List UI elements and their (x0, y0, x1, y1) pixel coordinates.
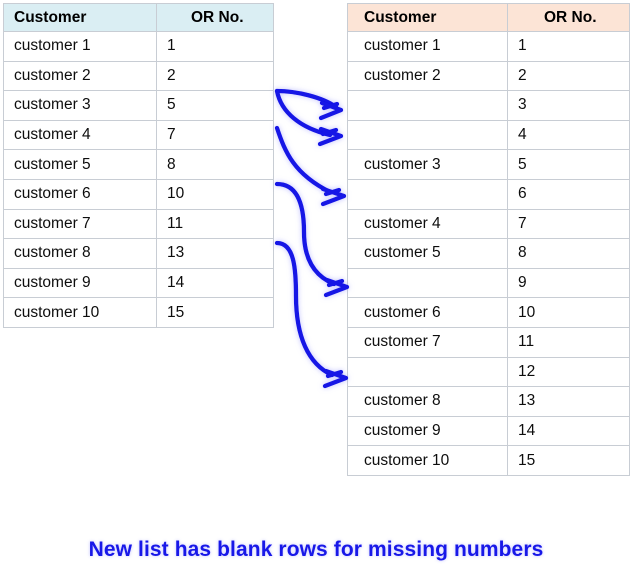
cell-or-no: 8 (507, 238, 630, 269)
cell-customer: customer 10 (3, 297, 157, 328)
table-row-blank: 4 (347, 119, 630, 151)
cell-customer: customer 9 (3, 267, 157, 299)
cell-or-no: 2 (156, 60, 274, 92)
cell-customer: customer 9 (347, 415, 508, 447)
cell-or-no: 12 (507, 356, 630, 388)
cell-or-no: 9 (507, 267, 630, 299)
cell-or-no: 13 (156, 238, 274, 269)
cell-customer: customer 7 (3, 208, 157, 240)
cell-customer: customer 5 (347, 238, 508, 269)
cell-or-no: 5 (156, 90, 274, 121)
cell-customer: customer 8 (347, 386, 508, 417)
cell-customer: customer 10 (347, 445, 508, 476)
cell-customer: customer 3 (347, 149, 508, 180)
arrow-to-row-12 (274, 240, 349, 389)
cell-customer-empty (347, 267, 508, 299)
cell-or-no: 11 (156, 208, 274, 240)
cell-or-no: 11 (507, 326, 630, 358)
arrow-to-row-9 (274, 181, 350, 298)
cell-or-no: 7 (507, 208, 630, 240)
cell-customer-empty (347, 356, 508, 388)
cell-customer: customer 8 (3, 238, 157, 269)
arrow-to-row-4 (274, 88, 344, 147)
cell-customer: customer 7 (347, 326, 508, 358)
cell-customer: customer 4 (3, 119, 157, 151)
cell-customer: customer 5 (3, 149, 157, 180)
cell-or-no: 10 (156, 178, 274, 210)
cell-or-no: 6 (507, 178, 630, 210)
cell-or-no: 15 (507, 445, 630, 476)
cell-or-no: 1 (507, 31, 630, 62)
table-row-blank: 9 (347, 267, 630, 299)
cell-customer: customer 6 (3, 178, 157, 210)
cell-customer-empty (347, 119, 508, 151)
cell-customer-empty (347, 90, 508, 121)
table-header-row: Customer OR No. (347, 3, 630, 32)
cell-customer: customer 4 (347, 208, 508, 240)
cell-or-no: 14 (156, 267, 274, 299)
cell-or-no: 10 (507, 297, 630, 328)
table-row-blank: 3 (347, 90, 630, 121)
column-header-customer: Customer (347, 3, 508, 32)
cell-or-no: 3 (507, 90, 630, 121)
cell-customer: customer 6 (347, 297, 508, 328)
cell-or-no: 8 (156, 149, 274, 180)
cell-or-no: 14 (507, 415, 630, 447)
arrow-to-row-3 (274, 88, 344, 121)
table-row-blank: 6 (347, 178, 630, 210)
cell-customer: customer 2 (3, 60, 157, 92)
cell-or-no: 2 (507, 60, 630, 92)
table-header-row: Customer OR No. (3, 3, 274, 32)
cell-customer: customer 1 (3, 31, 157, 62)
caption-text: New list has blank rows for missing numb… (88, 538, 544, 561)
cell-or-no: 7 (156, 119, 274, 151)
table-row-blank: 12 (347, 356, 630, 388)
cell-customer-empty (347, 178, 508, 210)
cell-or-no: 5 (507, 149, 630, 180)
arrow-to-row-6 (274, 125, 347, 207)
cell-or-no: 15 (156, 297, 274, 328)
cell-customer: customer 1 (347, 31, 508, 62)
cell-customer: customer 2 (347, 60, 508, 92)
column-header-or-no: OR No. (507, 3, 630, 32)
cell-or-no: 1 (156, 31, 274, 62)
column-header-or-no: OR No. (156, 3, 274, 32)
column-header-customer: Customer (3, 3, 157, 32)
cell-or-no: 13 (507, 386, 630, 417)
cell-or-no: 4 (507, 119, 630, 151)
cell-customer: customer 3 (3, 90, 157, 121)
